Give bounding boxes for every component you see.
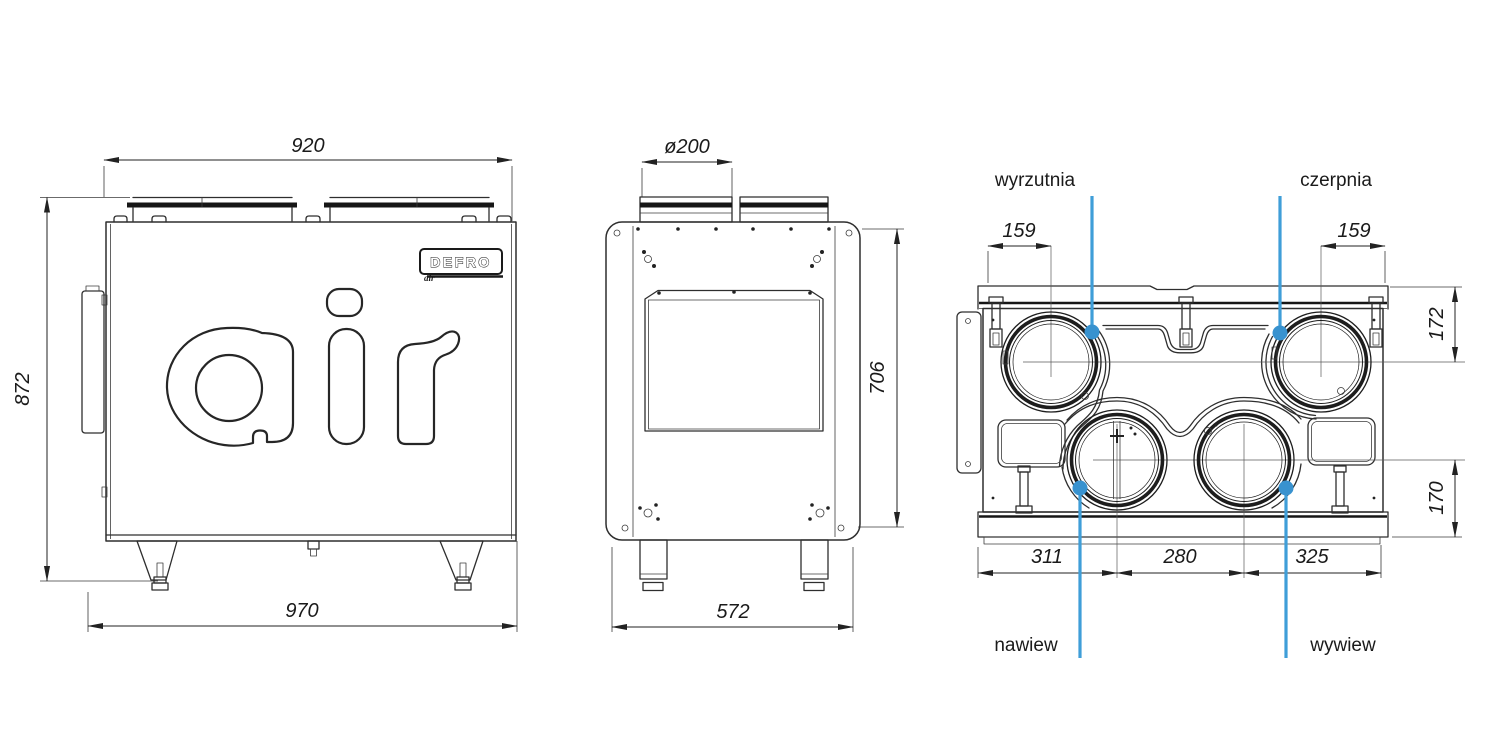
- duct-stubs: [639, 196, 829, 223]
- top-duct-caps: [127, 196, 494, 222]
- rear-panel-screws: [991, 318, 1376, 500]
- port-czerpnia: [1270, 311, 1372, 413]
- label-nawiew: nawiew: [994, 635, 1058, 656]
- air-logo: air: [165, 287, 461, 447]
- defro-badge: DEFRO air: [419, 248, 503, 283]
- rear-side-panel: [956, 311, 982, 474]
- lower-bolt-clusters: [638, 503, 830, 521]
- rear-view: 159 159 172 170 311 280 325: [956, 170, 1465, 658]
- air-logo-letter-i-dot: [325, 287, 364, 318]
- dim-span-right: 325: [1295, 546, 1329, 568]
- dim-front-height: 872: [12, 372, 34, 405]
- mounting-brackets-top: [988, 296, 1384, 348]
- side-window-recess: [644, 289, 824, 432]
- port-wyrzutnia: [1000, 311, 1102, 413]
- dim-right-port-offset: 159: [1337, 220, 1370, 242]
- leader-dot-wywiew: [1278, 480, 1294, 496]
- upper-bolt-clusters: [642, 250, 824, 268]
- label-czerpnia: czerpnia: [1300, 170, 1372, 191]
- dim-bottom-port-height: 170: [1426, 481, 1448, 514]
- dim-side-height: 706: [867, 360, 889, 394]
- dim-left-port-offset: 159: [1002, 220, 1035, 242]
- port-leaders: [1072, 196, 1294, 658]
- port-wywiew: [1193, 409, 1295, 511]
- rear-bottom-strip: [977, 511, 1389, 545]
- front-view: 920 872 970: [12, 135, 518, 632]
- side-access-panel: [81, 285, 105, 434]
- defro-badge-sub: air: [424, 273, 435, 283]
- dim-span-middle: 280: [1162, 546, 1196, 568]
- front-feet: [136, 540, 484, 591]
- air-logo-letter-a-counter: [194, 353, 264, 423]
- label-wywiew: wywiew: [1309, 635, 1376, 656]
- label-wyrzutnia: wyrzutnia: [994, 170, 1076, 191]
- panel-screws-top: [636, 227, 831, 231]
- dim-span-left: 311: [1031, 546, 1063, 568]
- side-view: ø200: [605, 136, 904, 632]
- leader-dot-czerpnia: [1272, 325, 1288, 341]
- corner-bolts: [613, 229, 853, 532]
- leader-dot-nawiew: [1072, 480, 1088, 496]
- defro-badge-text: DEFRO: [430, 254, 492, 270]
- center-lines: [1023, 246, 1465, 578]
- air-logo-letter-i-stem: [327, 327, 366, 446]
- air-logo-letter-a: [165, 326, 295, 447]
- dim-duct-diameter: ø200: [664, 136, 710, 158]
- dim-side-width: 572: [716, 601, 749, 623]
- mounting-brackets-bottom: [1015, 465, 1349, 514]
- side-legs: [639, 539, 829, 592]
- stamped-channel: [997, 324, 1376, 509]
- dim-front-top-width: 920: [291, 135, 324, 157]
- leader-dot-wyrzutnia: [1084, 324, 1100, 340]
- side-cabinet-body: [605, 221, 861, 541]
- dim-top-port-height: 172: [1426, 307, 1448, 340]
- top-edge-clips: [113, 215, 512, 223]
- port-nawiew: [1066, 409, 1168, 511]
- air-logo-letter-r: [396, 330, 461, 446]
- dim-front-bottom-width: 970: [285, 600, 318, 622]
